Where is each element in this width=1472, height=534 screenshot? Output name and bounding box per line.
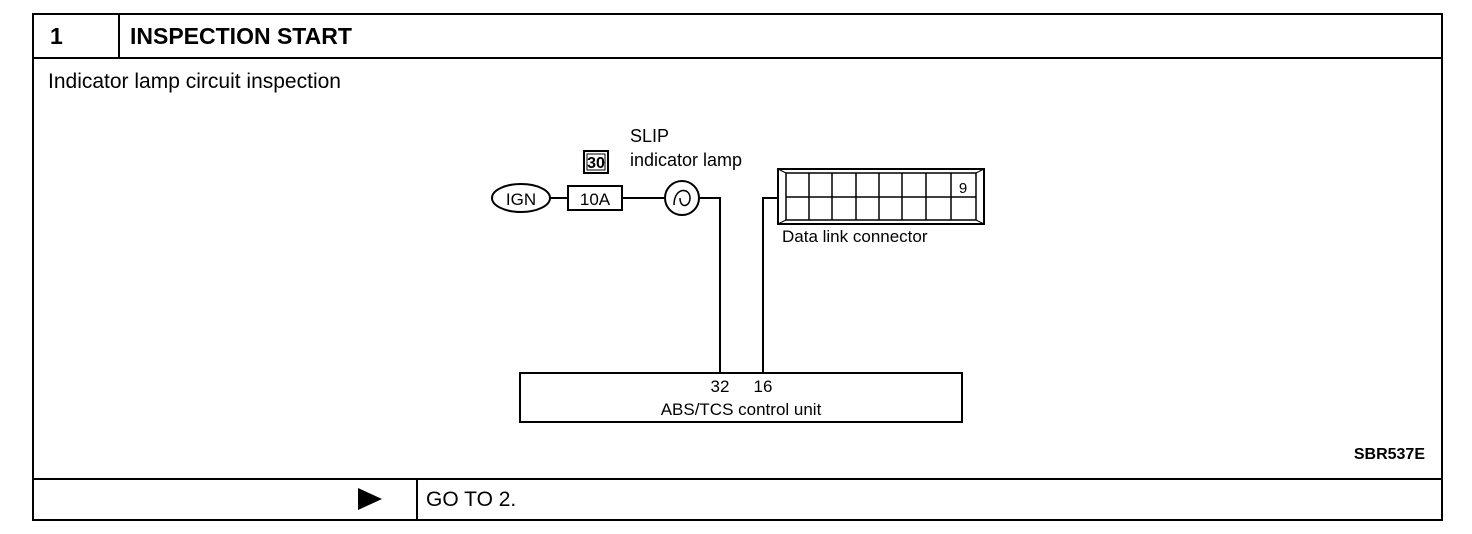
wire-lamp-unit <box>699 197 721 372</box>
arrow-cell <box>34 480 418 519</box>
step-footer-row: GO TO 2. <box>34 478 1441 519</box>
fuse-number-box <box>583 150 609 174</box>
connector-label: Data link connector <box>782 227 928 246</box>
fuse-number-box-inner <box>586 153 606 171</box>
wire-connector-unit <box>762 197 778 372</box>
control-unit-label: ABS/TCS control unit <box>661 400 822 419</box>
step-description: Indicator lamp circuit inspection <box>48 70 341 93</box>
goto-next-step-link[interactable]: GO TO 2. <box>426 488 517 511</box>
indicator-lamp-icon <box>664 180 700 216</box>
fuse-number: 30 <box>587 155 605 172</box>
lamp-label-line1: SLIP <box>630 126 669 146</box>
step-title: INSPECTION START <box>130 23 352 49</box>
data-link-connector <box>777 168 985 225</box>
terminal-32: 32 <box>711 377 730 396</box>
fuse-label: 10A <box>580 190 611 209</box>
play-arrow-icon <box>358 488 382 510</box>
terminal-16: 16 <box>754 377 773 396</box>
control-unit-box <box>519 372 963 423</box>
step-number: 1 <box>34 15 120 57</box>
circuit-diagram: IGN 10A 30 SLIP indicator lamp <box>491 126 985 423</box>
figure-id: SBR537E <box>1353 446 1425 463</box>
inspection-table: 1 INSPECTION START Indicator lamp circui… <box>32 13 1443 521</box>
lamp-label-line2: indicator lamp <box>630 150 742 170</box>
lamp-filament <box>673 189 691 207</box>
ign-label: IGN <box>506 190 536 209</box>
step-header-row: 1 INSPECTION START <box>34 15 1441 59</box>
connector-pin-number: 9 <box>959 180 967 197</box>
